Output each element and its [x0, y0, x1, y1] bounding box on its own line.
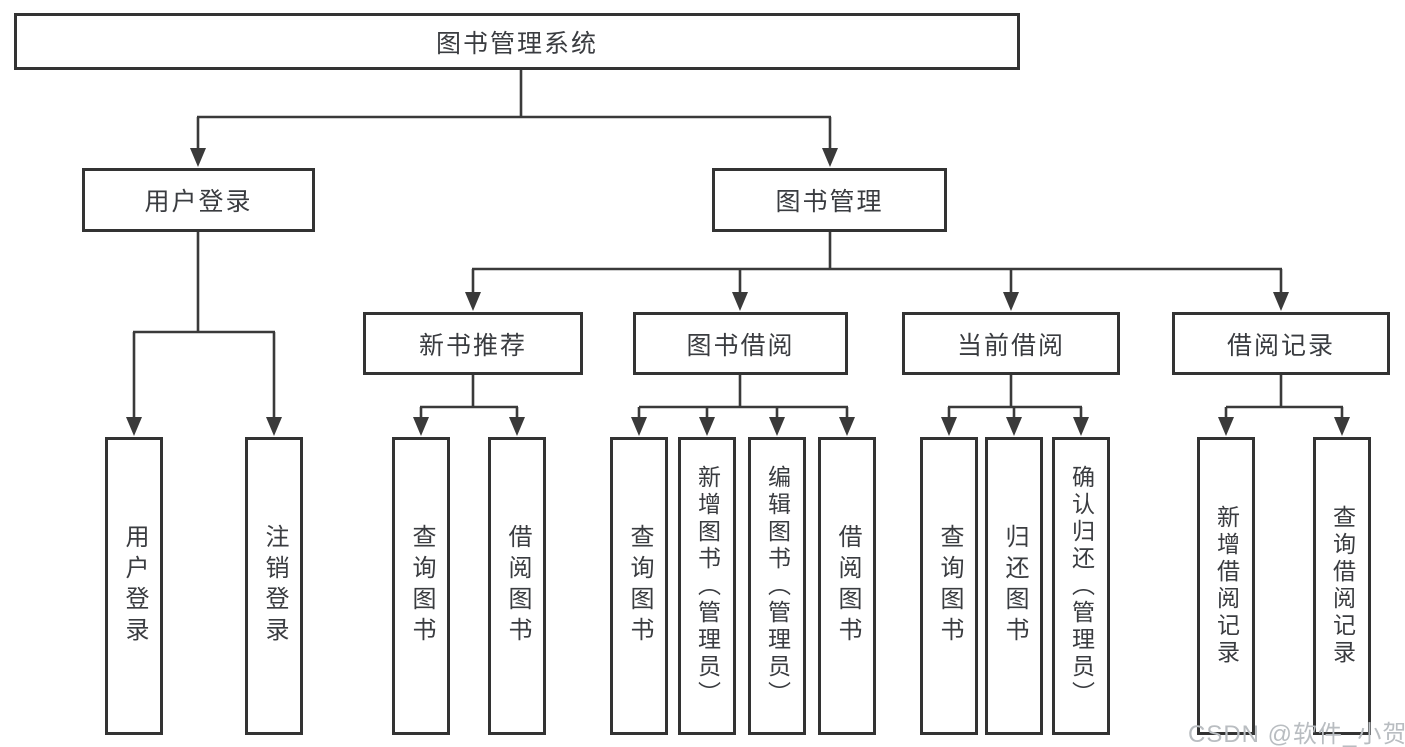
csdn-watermark: CSDN @软件_小贺同学: [1188, 721, 1405, 747]
node-book-management: 图书管理: [712, 168, 947, 232]
node-leaf-borrow-books: 借阅图书: [818, 437, 876, 735]
node-leaf-add-borrow-record: 新增借阅记录: [1197, 437, 1255, 735]
node-leaf-query-books-recommend: 查询图书: [392, 437, 450, 735]
node-user-login: 用户登录: [82, 168, 315, 232]
node-library-management-system: 图书管理系统: [14, 13, 1020, 70]
node-leaf-borrow-books-recommend: 借阅图书: [488, 437, 546, 735]
node-leaf-return-books: 归还图书: [985, 437, 1043, 735]
node-leaf-edit-books-admin: 编辑图书（管理员）: [748, 437, 806, 735]
node-book-borrowing: 图书借阅: [633, 312, 848, 375]
node-leaf-query-borrow-record: 查询借阅记录: [1313, 437, 1371, 735]
node-borrowing-records: 借阅记录: [1172, 312, 1390, 375]
node-leaf-user-login: 用户登录: [105, 437, 163, 735]
node-leaf-add-books-admin: 新增图书（管理员）: [678, 437, 736, 735]
node-leaf-confirm-return-admin: 确认归还（管理员）: [1052, 437, 1110, 735]
node-current-borrowing: 当前借阅: [902, 312, 1120, 375]
node-leaf-query-books-current: 查询图书: [920, 437, 978, 735]
node-leaf-query-books-borrow: 查询图书: [610, 437, 668, 735]
node-leaf-logout: 注销登录: [245, 437, 303, 735]
node-new-book-recommendation: 新书推荐: [363, 312, 583, 375]
